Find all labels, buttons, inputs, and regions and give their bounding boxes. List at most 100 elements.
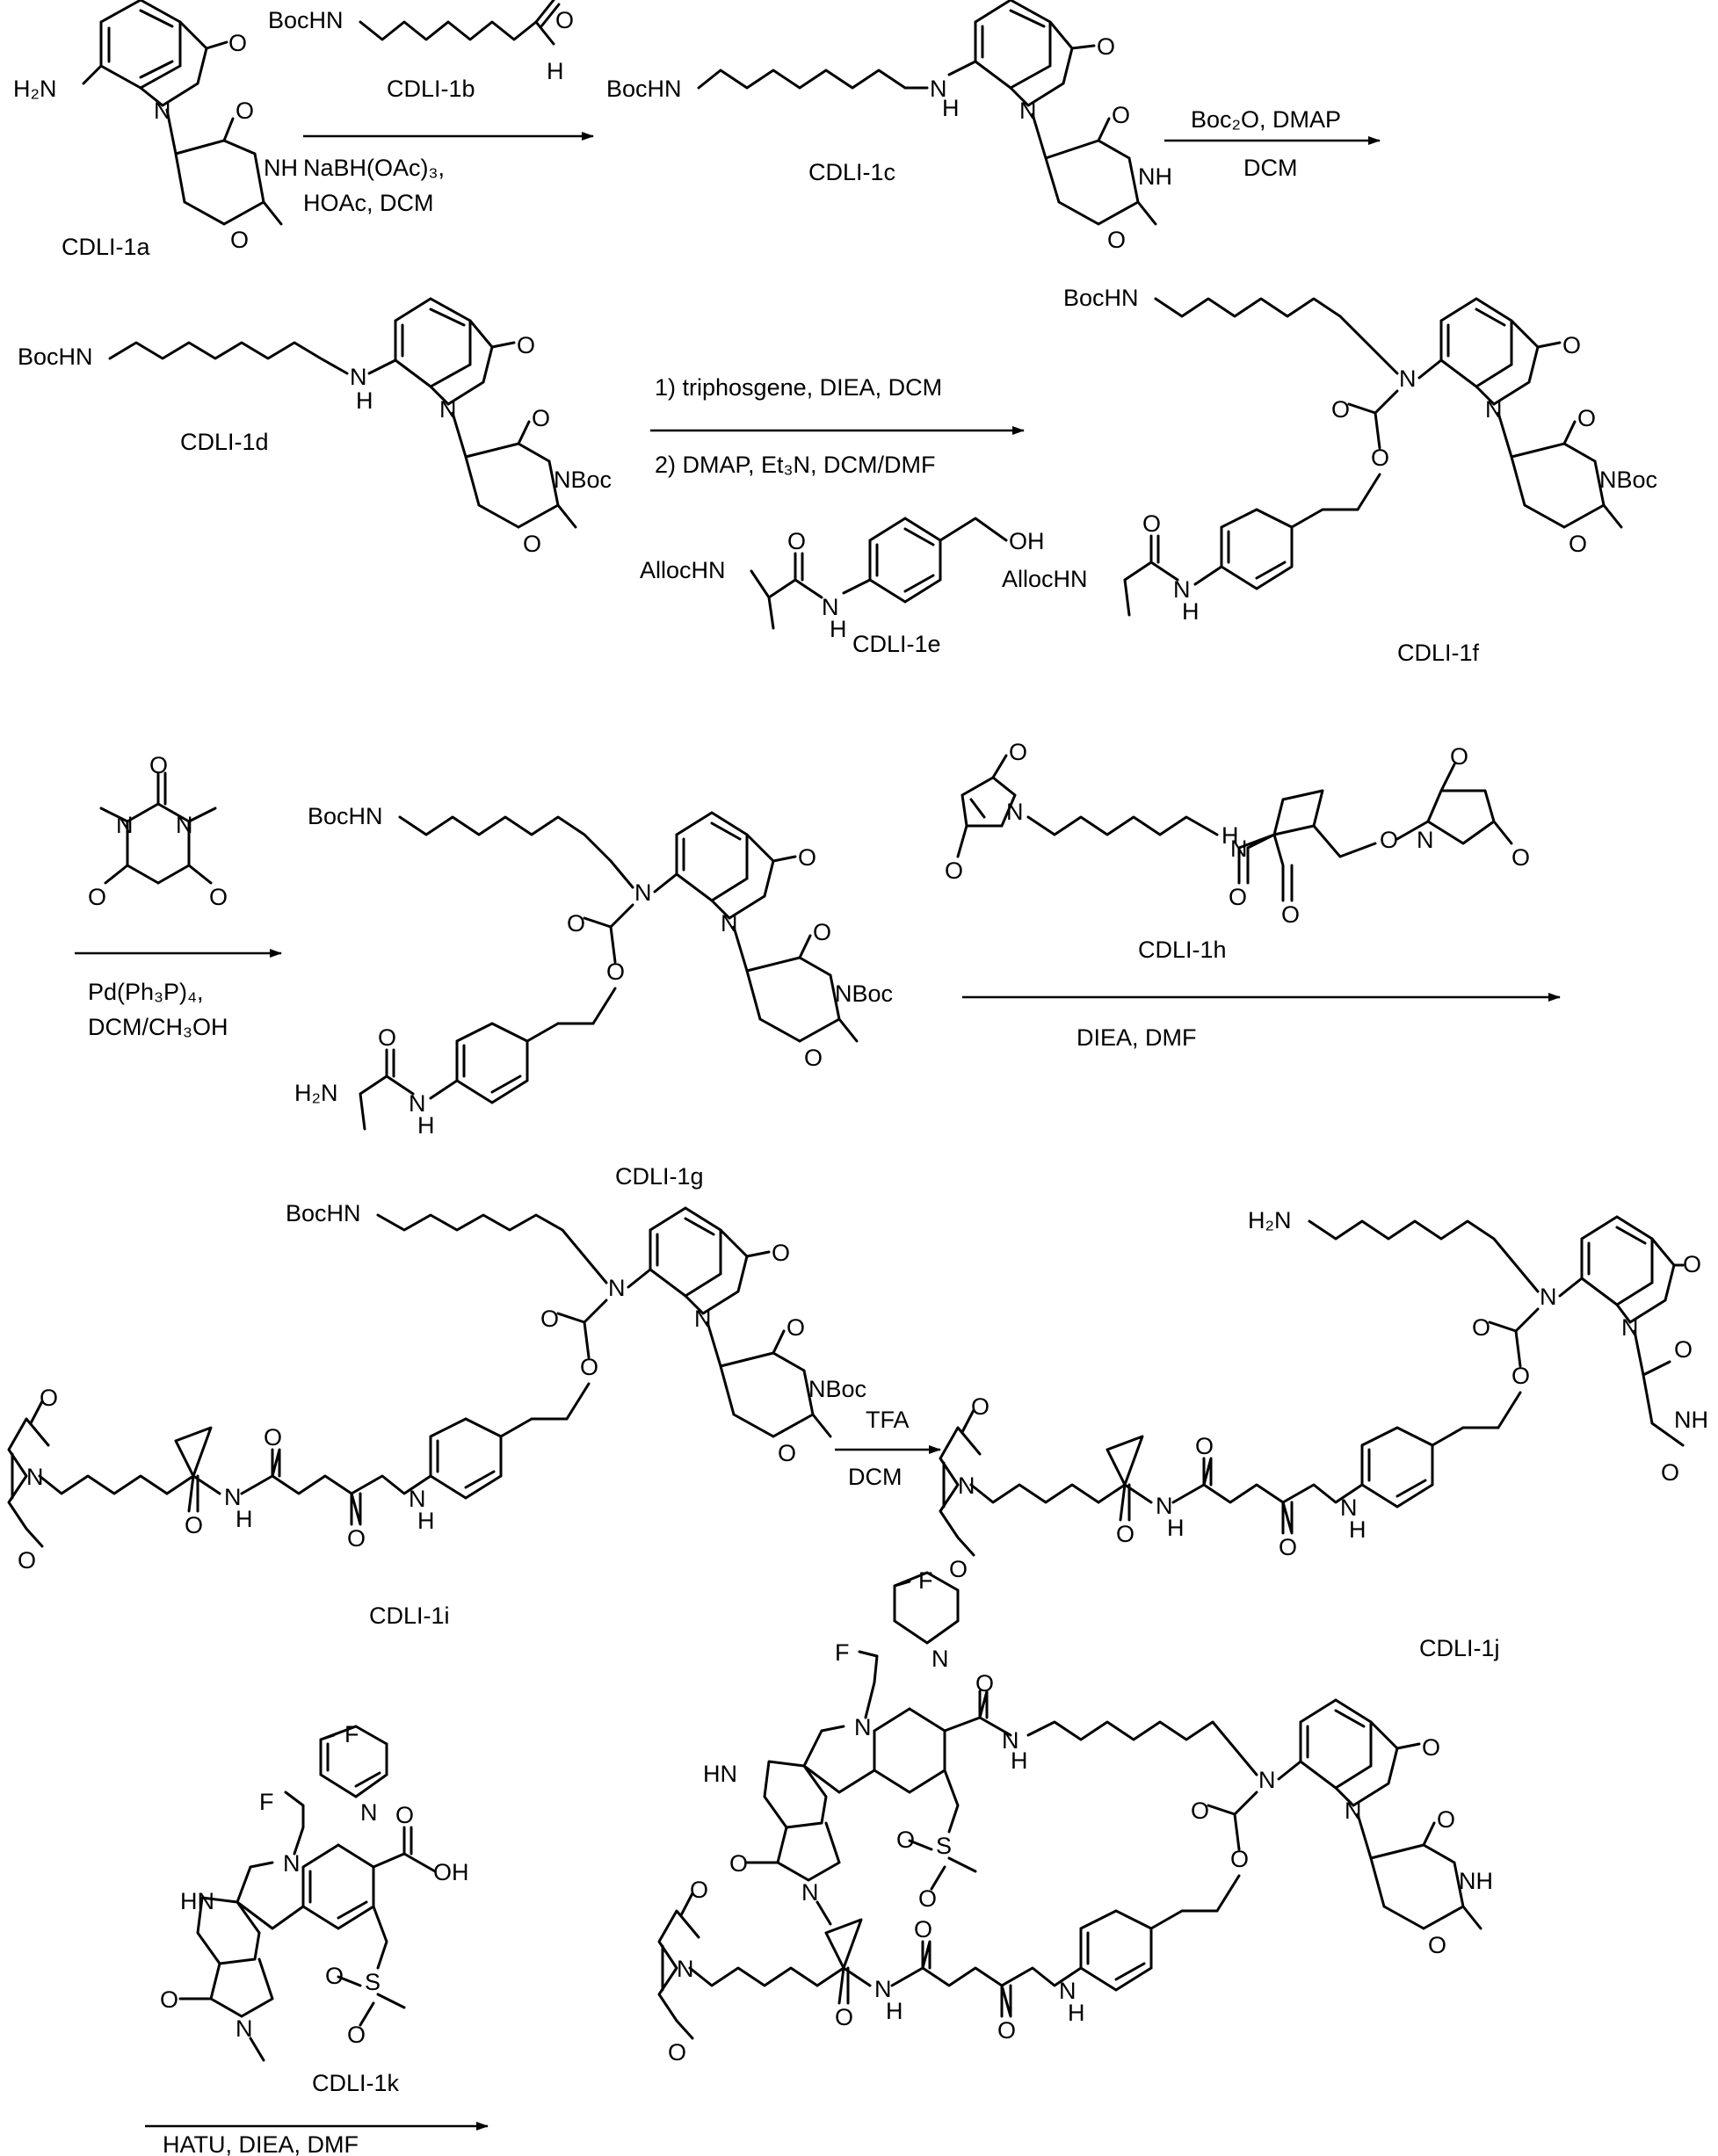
atom-label: N <box>721 910 738 937</box>
atom-label: BocHN <box>18 344 93 370</box>
atom-label: N <box>154 98 171 124</box>
atom-label: O <box>1422 1734 1440 1761</box>
atom-label: O <box>567 910 585 937</box>
atom-label: N <box>439 396 457 423</box>
atom-label: F <box>835 1639 850 1666</box>
atom-label: O <box>1142 510 1161 537</box>
compound-label-cdli-1f: CDLI-1f <box>1397 640 1480 666</box>
atom-label: O <box>1674 1336 1693 1363</box>
atom-label: S <box>936 1833 952 1859</box>
atom-label: O <box>555 7 574 33</box>
compound-label-cdli-1k: CDLI-1k <box>312 2070 400 2096</box>
atom-label: AllocHN <box>640 557 726 583</box>
atom-label: H₂N <box>13 76 56 102</box>
atom-label: H <box>1167 1515 1185 1541</box>
atom-label: O <box>729 1850 748 1877</box>
atom-label: O <box>945 857 963 884</box>
condition-text: HATU, DIEA, DMF <box>163 2131 359 2156</box>
structure-cdli-1i: BocHN N O O O N O NBoc O N H O O N H O N… <box>9 1200 866 1629</box>
atom-label: BocHN <box>1063 285 1139 311</box>
atom-label: N <box>677 1956 694 1982</box>
atom-label: O <box>1116 1521 1134 1547</box>
atom-label: N <box>1485 396 1503 423</box>
reagent-dimethylbarbituric-acid: O N N O O <box>88 752 228 910</box>
atom-label: BocHN <box>268 7 344 33</box>
compound-label-cdli-1e: CDLI-1e <box>852 631 941 657</box>
atom-label: O <box>778 1440 796 1466</box>
atom-label: N <box>26 1464 44 1490</box>
atom-label: O <box>1577 405 1596 431</box>
atom-label: H <box>356 387 373 414</box>
atom-label: O <box>1450 743 1468 770</box>
atom-label: HN <box>703 1761 737 1787</box>
atom-label: O <box>347 2022 366 2048</box>
atom-label: O <box>347 1525 366 1552</box>
atom-label: O <box>690 1877 708 1903</box>
atom-label: N <box>116 812 134 838</box>
condition-text: DCM <box>1243 155 1298 181</box>
atom-label: OH <box>433 1859 469 1885</box>
atom-label: O <box>228 30 247 56</box>
atom-label: O <box>378 1024 396 1051</box>
compound-label-cdli-1g: CDLI-1g <box>615 1163 704 1190</box>
atom-label: O <box>88 884 106 910</box>
condition-text: TFA <box>866 1407 910 1433</box>
structure-cdli-1j: H₂N N O O O N O NH O N H O O N H O N O O… <box>940 1207 1708 1661</box>
atom-label: BocHN <box>308 803 383 829</box>
atom-label: NBoc <box>808 1376 866 1402</box>
atom-label: N <box>360 1799 378 1826</box>
structure-cdli-1h: O N O H N O O O N O O CDLI-1h <box>945 739 1530 963</box>
atom-label: O <box>835 2004 853 2030</box>
atom-label: O <box>264 1424 282 1451</box>
atom-label: O <box>540 1306 559 1332</box>
atom-label: O <box>772 1240 790 1266</box>
structure-cdli-1c: BocHN N H O N O NH O CDLI-1c <box>606 0 1172 253</box>
atom-label: O <box>1562 332 1581 358</box>
atom-label: O <box>918 1885 937 1912</box>
atom-label: N <box>1345 1798 1362 1824</box>
atom-label: H₂N <box>294 1080 337 1106</box>
atom-label: N <box>1621 1314 1639 1341</box>
structure-cdli-1f: BocHN N O O O N O NBoc O O N H AllocHN C… <box>1002 285 1657 666</box>
atom-label: O <box>971 1393 989 1420</box>
atom-label: H <box>1011 1747 1028 1774</box>
atom-label: NBoc <box>1599 467 1657 493</box>
atom-label: O <box>787 528 806 554</box>
structure-final-product: F F N N O N H N S O O HN O N O N O NH O … <box>659 1567 1493 2066</box>
atom-label: O <box>325 1963 344 1989</box>
atom-label: O <box>532 405 550 431</box>
atom-label: O <box>1683 1251 1701 1277</box>
atom-label: BocHN <box>606 76 682 102</box>
condition-text: Pd(Ph₃P)₄, <box>88 979 204 1005</box>
atom-label: O <box>1661 1459 1679 1486</box>
atom-label: H <box>547 58 564 84</box>
atom-label: N <box>1399 365 1417 392</box>
structure-cdli-1b: BocHN O H CDLI-1b <box>268 0 574 102</box>
condition-text: DIEA, DMF <box>1076 1024 1197 1051</box>
atom-label: H <box>886 1998 903 2024</box>
atom-label: N <box>283 1850 301 1877</box>
compound-label-cdli-1c: CDLI-1c <box>808 159 895 185</box>
atom-label: O <box>914 1916 932 1943</box>
atom-label: O <box>1281 901 1300 928</box>
atom-label: O <box>523 531 541 557</box>
atom-label: O <box>606 959 625 985</box>
atom-label: O <box>949 1556 968 1582</box>
atom-label: F <box>259 1789 274 1815</box>
atom-label: H <box>1349 1516 1366 1543</box>
compound-label-cdli-1d: CDLI-1d <box>180 429 269 455</box>
atom-label: O <box>1230 1846 1249 1872</box>
atom-label: N <box>931 1646 949 1672</box>
atom-label: O <box>209 884 228 910</box>
compound-label-cdli-1j: CDLI-1j <box>1419 1635 1500 1661</box>
compound-label-cdli-1b: CDLI-1b <box>387 76 475 102</box>
structure-cdli-1k: F F N N O OH S O O HN O N CDLI-1k <box>160 1721 469 2096</box>
atom-label: O <box>185 1512 203 1538</box>
atom-label: O <box>1511 1363 1530 1389</box>
atom-label: O <box>1191 1798 1209 1824</box>
atom-label: H <box>1182 598 1200 625</box>
atom-label: NH <box>1459 1868 1493 1894</box>
atom-label: H <box>830 616 847 642</box>
